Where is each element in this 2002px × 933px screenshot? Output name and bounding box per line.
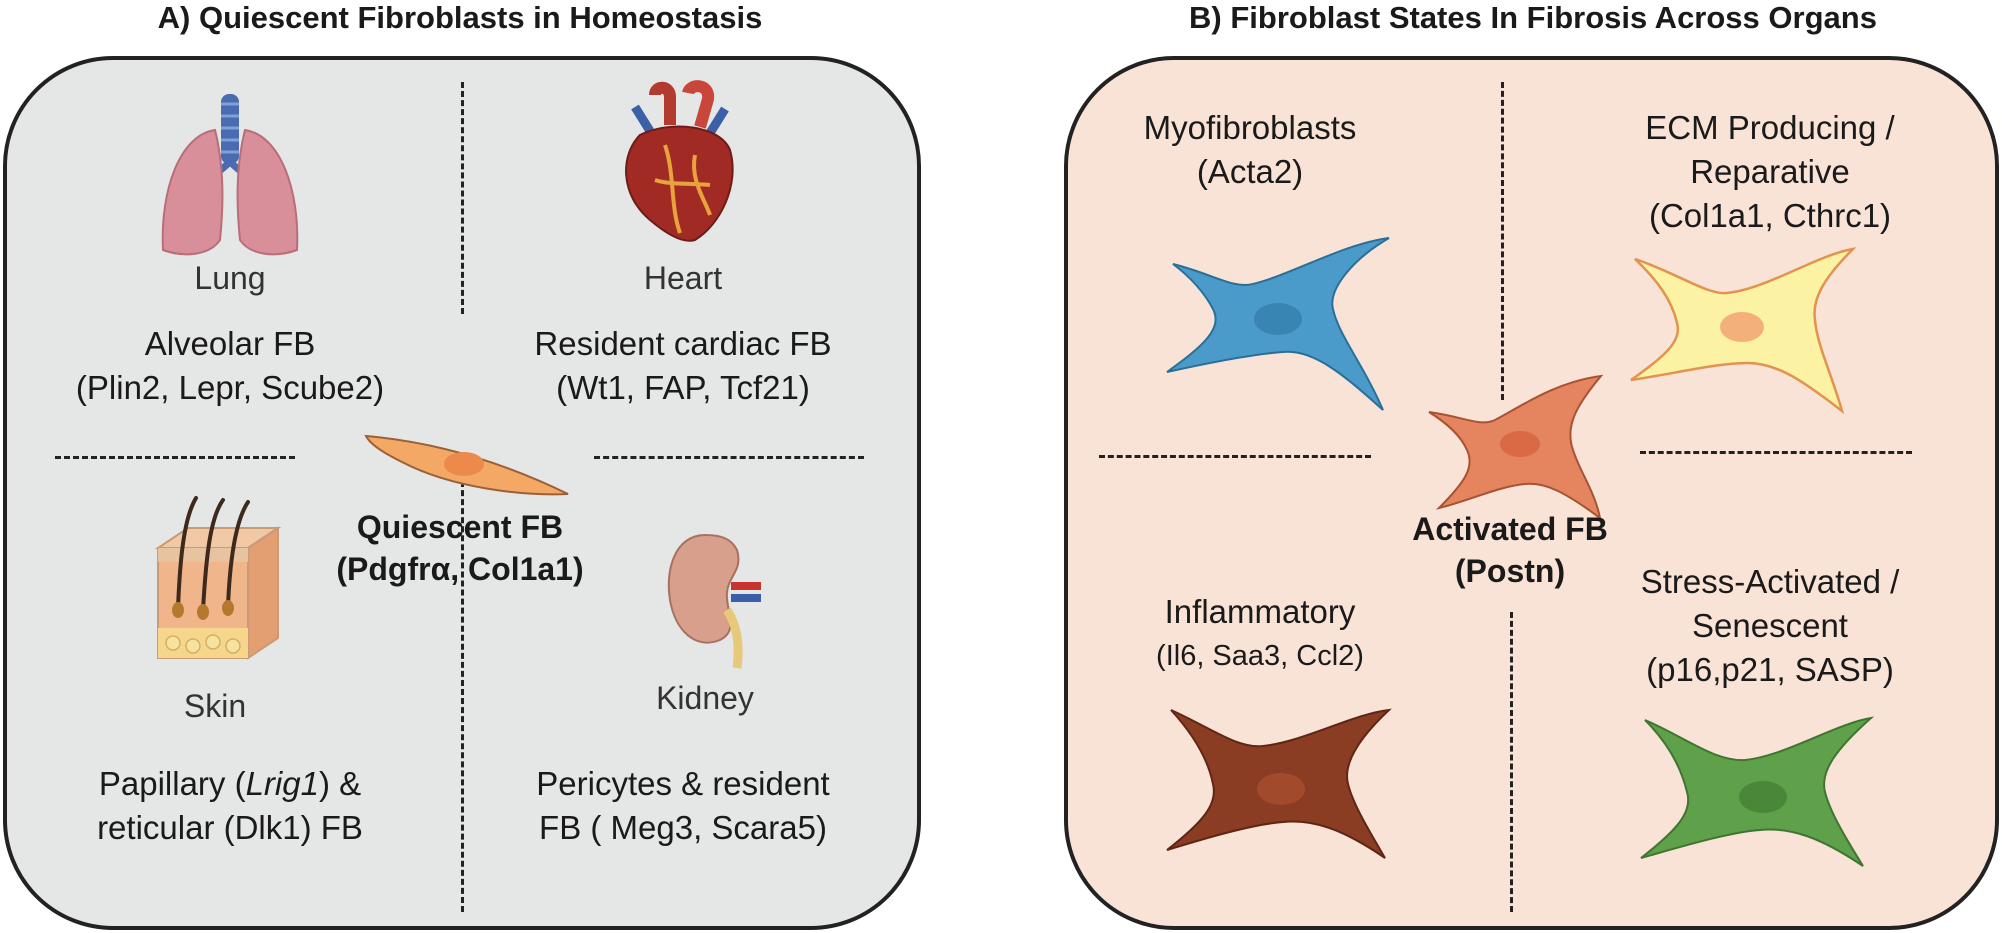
senescent-cell-icon [1640,716,1875,867]
senescent-line1: Stress-Activated / [1640,563,1900,600]
activated-fibroblast-icon [1428,374,1604,521]
skin-fb-text: Papillary (Lrig1) & reticular (Dlk1) FB [30,762,430,850]
senescent-line3: (p16,p21, SASP) [1646,651,1894,688]
lung-fb-text: Alveolar FB (Plin2, Lepr, Scube2) [30,322,430,410]
kidney-fb-line2: FB ( Meg3, Scara5) [539,809,827,846]
heart-label: Heart [643,260,723,296]
skin-fb-line1-italic: Lrig1 [245,765,319,802]
panel-b-title: B) Fibroblast States In Fibrosis Across … [1189,0,1877,35]
divider-a-bottom [461,472,464,912]
lung-label: Lung [194,260,266,296]
quiescent-fibroblast-icon [364,434,569,496]
inflammatory-label: Inflammatory (Il6, Saa3, Ccl2) [1110,590,1410,678]
myofibroblasts-line1: Myofibroblasts [1143,109,1357,146]
panel-a-title: A) Quiescent Fibroblasts in Homeostasis [157,0,763,35]
kidney-fb-text: Pericytes & resident FB ( Meg3, Scara5) [483,762,883,850]
myofibroblasts-label: Myofibroblasts (Acta2) [1100,106,1400,194]
divider-b-bottom [1510,612,1513,912]
skin-fb-line1-post: ) & [318,765,362,802]
ecm-line2: Reparative [1690,153,1850,190]
skin-fb-line1: Papillary (Lrig1) & [30,762,430,806]
kidney-fb-line1: Pericytes & resident [536,765,830,802]
inflammatory-line1: Inflammatory [1164,593,1356,630]
skin-label: Skin [183,688,247,724]
skin-fb-line2: reticular (Dlk1) FB [97,809,363,846]
ecm-line1: ECM Producing / [1645,109,1895,146]
quiescent-fb-line2: (Pdgfrα, Col1a1) [336,551,584,587]
inflammatory-line2: (Il6, Saa3, Ccl2) [1156,640,1364,672]
activated-fb-line2: (Postn) [1454,553,1566,589]
lung-icon [161,94,299,256]
senescent-line2: Senescent [1692,607,1848,644]
quiescent-fb-label: Quiescent FB (Pdgfrα, Col1a1) [260,506,660,590]
senescent-label: Stress-Activated / Senescent (p16,p21, S… [1570,560,1970,692]
divider-b-right [1640,451,1912,454]
divider-b-top [1501,82,1504,400]
myofibroblast-cell-icon [1166,237,1390,411]
quiescent-fb-line1: Quiescent FB [356,509,564,545]
kidney-label: Kidney [656,680,754,716]
inflammatory-cell-icon [1166,708,1392,859]
activated-fb-label: Activated FB (Postn) [1360,508,1660,592]
ecm-cell-icon [1630,247,1857,415]
heart-fb-line2: (Wt1, FAP, Tcf21) [556,369,810,406]
divider-b-left [1099,455,1371,458]
heart-fb-text: Resident cardiac FB (Wt1, FAP, Tcf21) [483,322,883,410]
skin-fb-line1-pre: Papillary ( [98,765,246,802]
lung-fb-line1: Alveolar FB [144,325,316,362]
heart-fb-line1: Resident cardiac FB [534,325,832,362]
ecm-label: ECM Producing / Reparative (Col1a1, Cthr… [1570,106,1970,238]
divider-a-left [55,456,295,459]
heart-icon [625,80,734,242]
myofibroblasts-line2: (Acta2) [1196,153,1304,190]
skin-icon [154,496,282,660]
divider-a-top [461,82,464,314]
divider-a-right [594,456,864,459]
kidney-icon [667,533,761,669]
ecm-line3: (Col1a1, Cthrc1) [1648,197,1892,234]
lung-fb-line2: (Plin2, Lepr, Scube2) [75,369,385,406]
activated-fb-line1: Activated FB [1412,511,1608,547]
